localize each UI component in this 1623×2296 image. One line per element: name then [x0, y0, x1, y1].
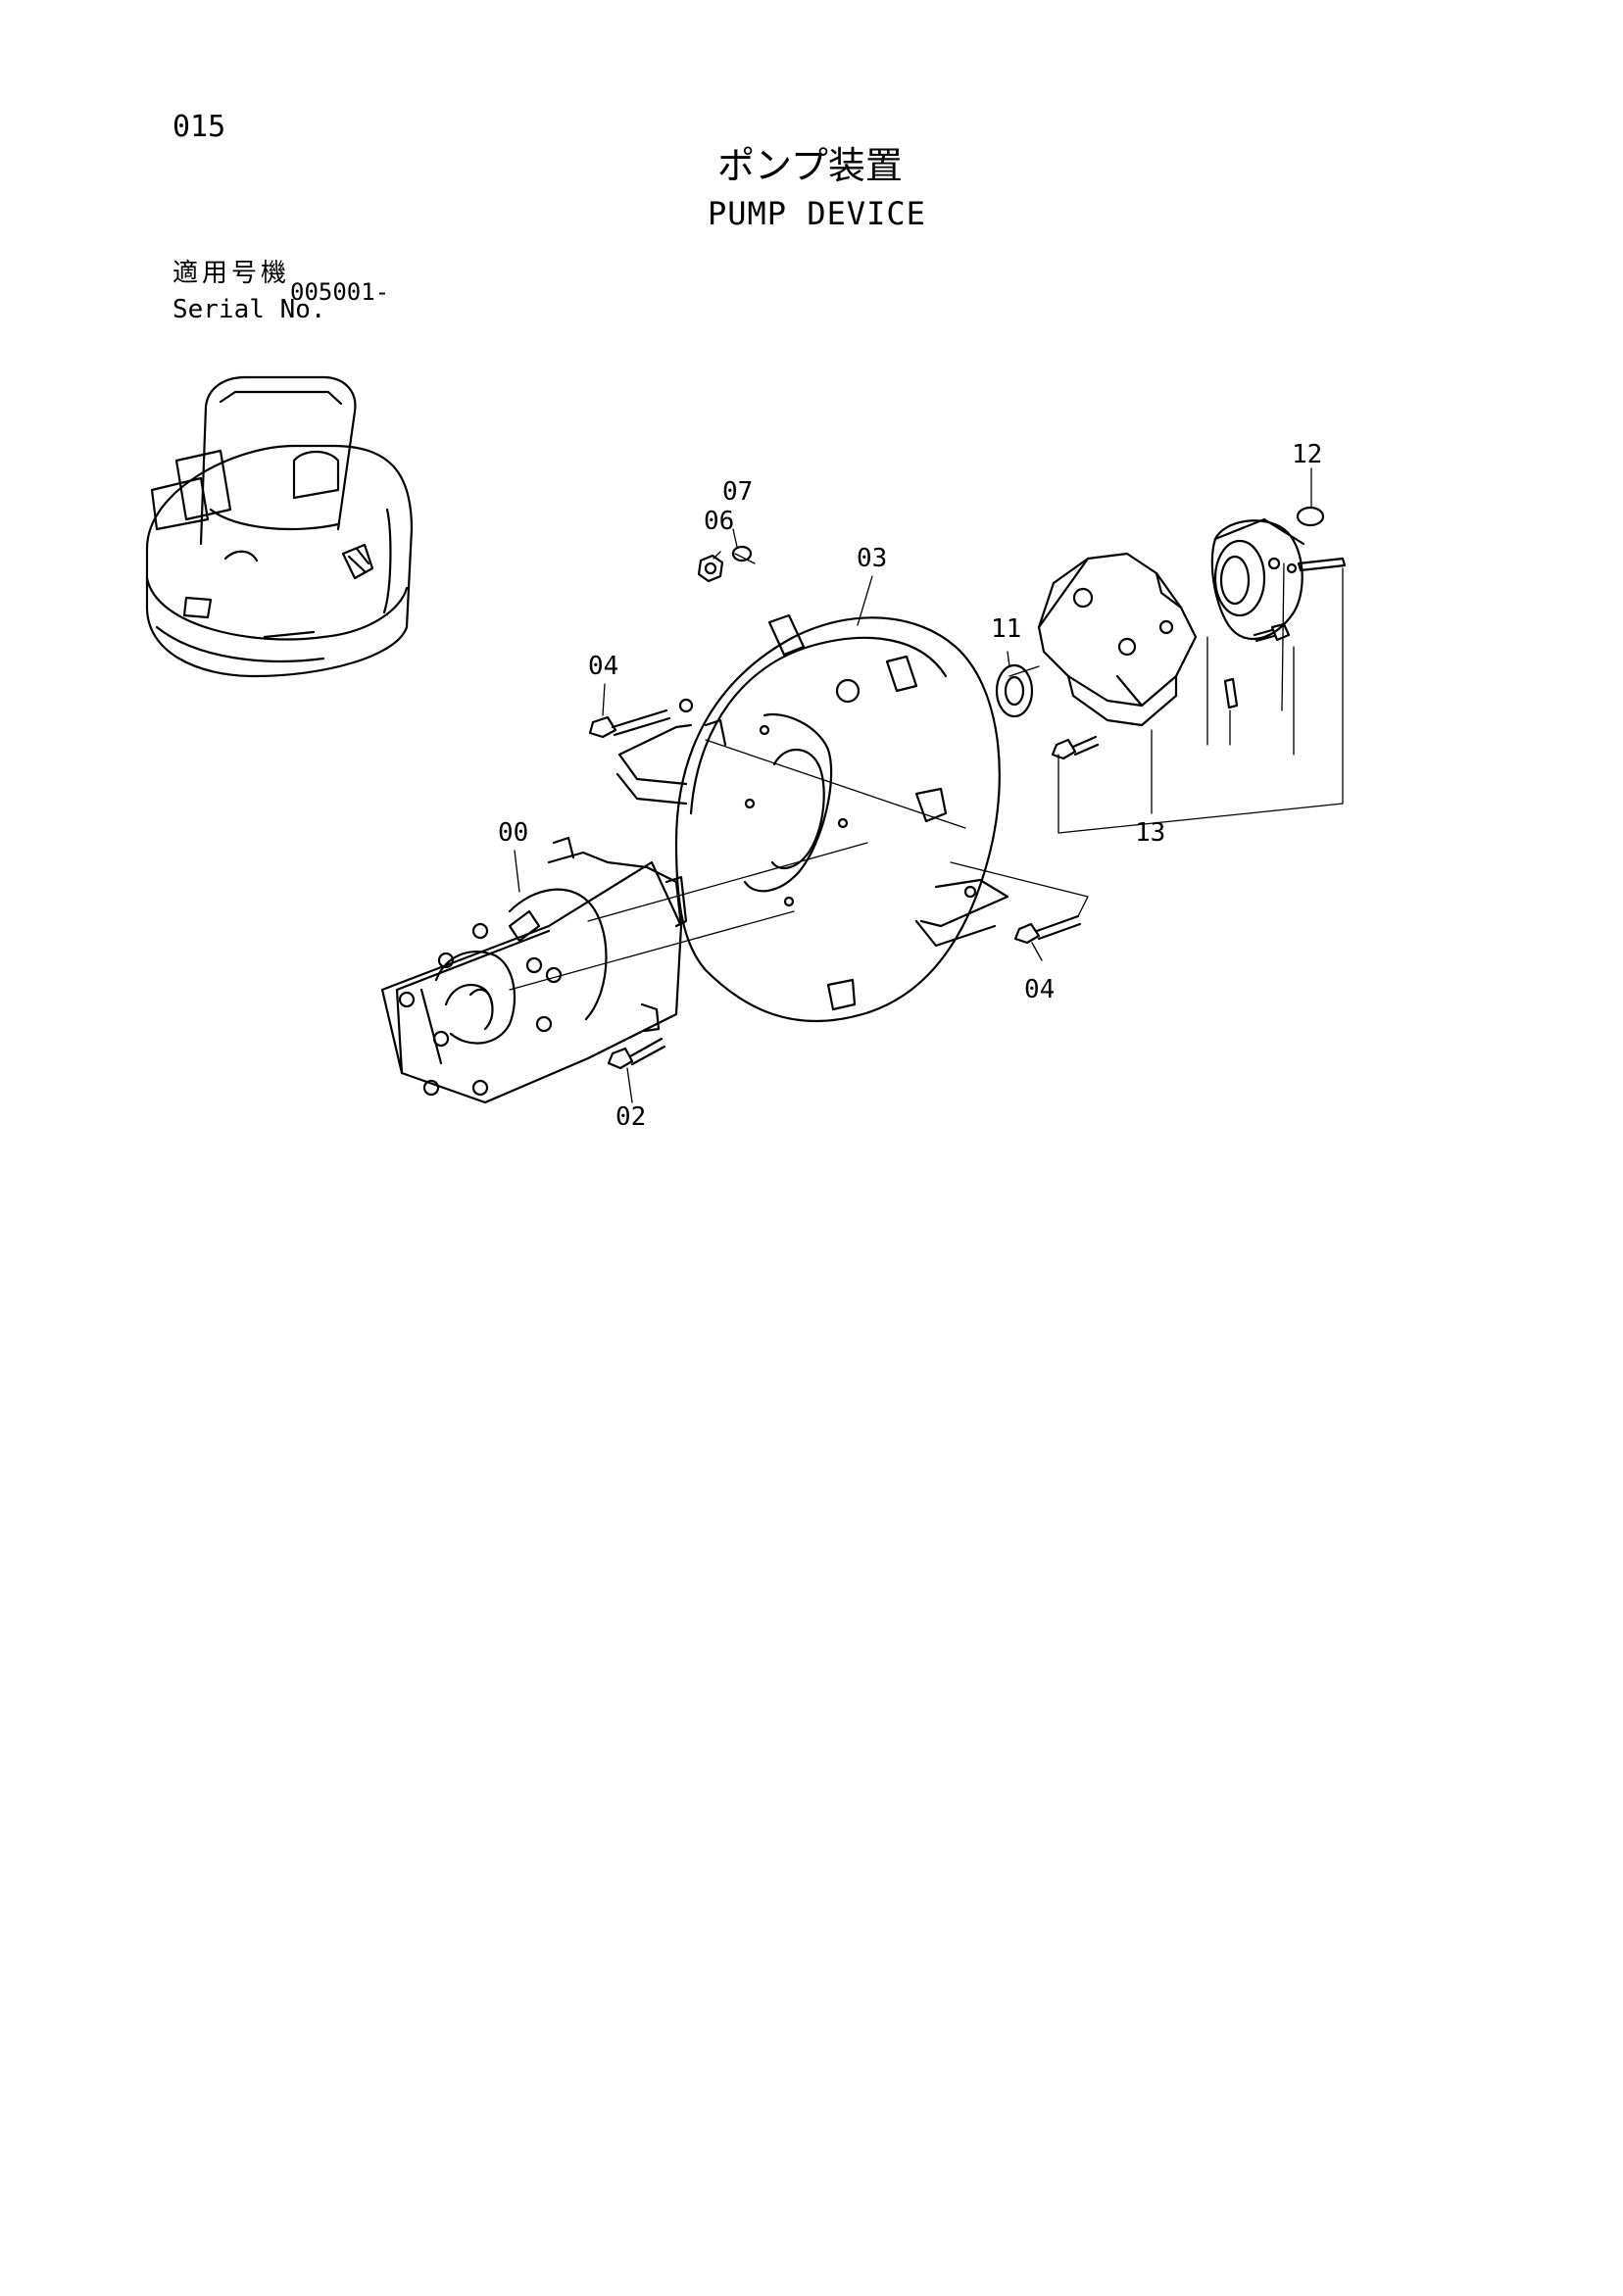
callout-12: 12 — [1292, 440, 1322, 469]
page-title: PUMP DEVICE — [708, 195, 926, 232]
bolt-part-02 — [607, 1037, 666, 1070]
callout-04-left: 04 — [588, 652, 618, 681]
machine-locator-illustration — [145, 375, 414, 678]
callout-03: 03 — [857, 544, 887, 573]
washer-part-07 — [731, 545, 753, 562]
callout-06: 06 — [704, 507, 734, 536]
callout-04-right: 04 — [1024, 975, 1055, 1004]
serial-label-japanese: 適用号機 — [172, 259, 291, 288]
callout-11: 11 — [991, 614, 1021, 644]
hub-part-12 — [1210, 506, 1325, 641]
bolt-part-04-left — [588, 708, 671, 739]
hydraulic-pump-part-00 — [380, 836, 688, 1104]
callout-07: 07 — [722, 477, 753, 507]
coupling-bolt-right — [1253, 622, 1291, 643]
callout-02: 02 — [615, 1102, 646, 1132]
pump-housing-part-03 — [615, 613, 1009, 1023]
serial-value: 005001- — [290, 278, 390, 306]
coupling-pin — [1223, 677, 1239, 709]
serial-label: Serial No. — [172, 295, 326, 324]
coupling-bolt-left — [1051, 735, 1100, 760]
callout-labels: 12 11 13 03 07 06 04 00 04 02 — [498, 440, 1322, 1132]
page-title-japanese: ポンプ装置 — [717, 144, 903, 187]
hub-pin — [1297, 557, 1347, 572]
callout-13: 13 — [1135, 818, 1165, 848]
nut-part-06 — [697, 554, 724, 583]
page-number: 015 — [172, 110, 226, 144]
bolt-part-04-right — [1013, 914, 1082, 945]
assembly-lines — [509, 553, 1344, 991]
callout-00: 00 — [498, 818, 528, 848]
coupling-part-13 — [1037, 552, 1198, 727]
bearing-part-11 — [995, 663, 1034, 718]
callout-leaders — [514, 467, 1312, 1103]
